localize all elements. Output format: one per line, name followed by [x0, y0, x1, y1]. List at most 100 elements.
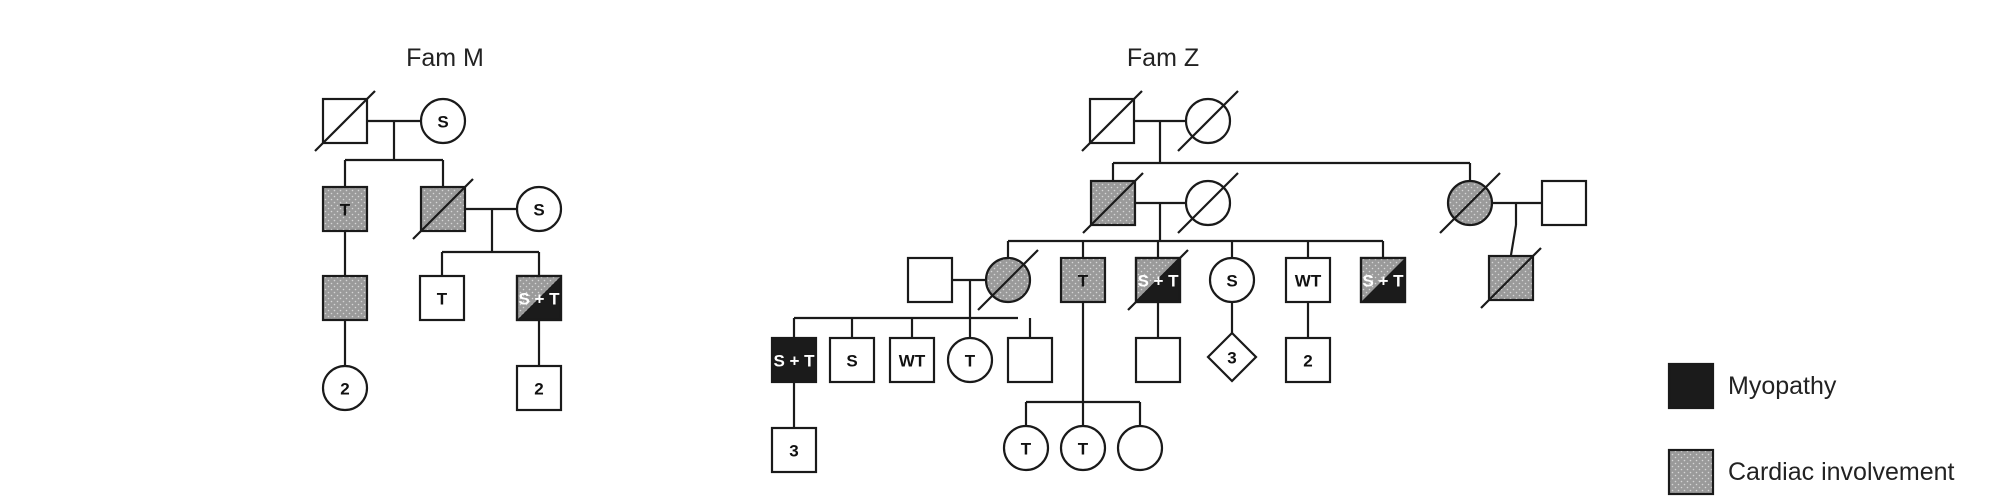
genotype-label: S + T [1137, 272, 1179, 291]
symbol-male [1006, 336, 1054, 384]
deceased-slash [1177, 90, 1239, 152]
fam-m-lines [343, 119, 541, 366]
genotype-label: 2 [534, 380, 543, 399]
symbol-male [906, 256, 954, 304]
individual-z12: WT [1284, 256, 1332, 304]
symbol-female [1059, 424, 1107, 472]
symbol-male [1059, 256, 1107, 304]
legend-label: Cardiac involvement [1728, 458, 1955, 486]
individual-z15: S + T [770, 336, 818, 384]
genotype-label: 3 [789, 442, 798, 461]
legend-item-cardiac: Cardiac involvement [1667, 448, 1955, 496]
family-title-z: Fam Z [1127, 44, 1199, 72]
individual-z17: WT [888, 336, 936, 384]
symbol-male [1134, 336, 1182, 384]
symbol-male [321, 185, 369, 233]
individual-z13: S + T [1359, 256, 1407, 304]
genotype-label: T [1078, 272, 1089, 291]
individual-z21: 3 [1206, 331, 1258, 383]
symbol-male [418, 274, 466, 322]
symbol-male [1284, 256, 1332, 304]
genotype-label: 3 [1227, 349, 1236, 368]
individual-m1 [314, 90, 376, 152]
genotype-label: T [1078, 440, 1089, 459]
symbol-male [1284, 336, 1332, 384]
genotype-label: T [437, 290, 448, 309]
genotype-label: S + T [773, 352, 815, 371]
individual-z8 [977, 249, 1039, 311]
genotype-label: S + T [1362, 272, 1404, 291]
individual-z11: S [1208, 256, 1256, 304]
legend-label: Myopathy [1728, 372, 1837, 400]
individual-z14 [1480, 247, 1542, 309]
individual-z1 [1081, 90, 1143, 152]
genotype-label: WT [1295, 272, 1322, 291]
individual-m8: S + T [515, 274, 563, 322]
symbol-female [1116, 424, 1164, 472]
symbol-male [888, 336, 936, 384]
genotype-label: S [533, 201, 544, 220]
genotype-label: WT [899, 352, 926, 371]
individual-z7 [906, 256, 954, 304]
individual-z16: S [828, 336, 876, 384]
symbol-female [321, 364, 369, 412]
individual-z23: 3 [770, 426, 818, 474]
genotype-label: 2 [1303, 352, 1312, 371]
individual-z5 [1439, 172, 1501, 234]
individual-z10: S + T [1127, 249, 1189, 311]
symbol-male [515, 364, 563, 412]
genotype-label: T [340, 201, 351, 220]
symbol-outline [1134, 256, 1182, 304]
individual-m9: 2 [321, 364, 369, 412]
genotype-label: T [965, 352, 976, 371]
individual-z19 [1006, 336, 1054, 384]
individual-z20 [1134, 336, 1182, 384]
deceased-slash [1081, 90, 1143, 152]
deceased-slash [1439, 172, 1501, 234]
individual-m10: 2 [515, 364, 563, 412]
symbol-female [1208, 256, 1256, 304]
deceased-slash [412, 178, 474, 240]
genotype-label: 2 [340, 380, 349, 399]
family-title-m: Fam M [406, 44, 484, 72]
genotype-label: S [846, 352, 857, 371]
individual-m4 [412, 178, 474, 240]
symbol-male [828, 336, 876, 384]
deceased-slash [1127, 249, 1189, 311]
legend-swatch [1667, 448, 1715, 496]
symbol-female [946, 336, 994, 384]
individual-z4 [1177, 172, 1239, 234]
individual-z2 [1177, 90, 1239, 152]
symbol-male [321, 274, 369, 322]
individual-z3 [1082, 172, 1144, 234]
symbol-female [1002, 424, 1050, 472]
symbol-male [1540, 179, 1588, 227]
individual-z24: T [1002, 424, 1050, 472]
genotype-label: S [1226, 272, 1237, 291]
individual-m5: S [515, 185, 563, 233]
fam-z-lines [792, 119, 1541, 428]
symbol-outline [515, 274, 563, 322]
individual-m3: T [321, 185, 369, 233]
deceased-slash [314, 90, 376, 152]
deceased-slash [1480, 247, 1542, 309]
genotype-label: S + T [518, 290, 560, 309]
individual-z9: T [1059, 256, 1107, 304]
individual-z6 [1540, 179, 1588, 227]
individual-m2: S [419, 97, 467, 145]
myopathy-half [1361, 258, 1405, 302]
deceased-slash [1082, 172, 1144, 234]
deceased-slash [977, 249, 1039, 311]
symbol-male [770, 336, 818, 384]
individual-z22: 2 [1284, 336, 1332, 384]
myopathy-half [517, 276, 561, 320]
legend-item-myopathy: Myopathy [1667, 362, 1837, 410]
genotype-label: T [1021, 440, 1032, 459]
symbol-male [770, 426, 818, 474]
individual-m6 [321, 274, 369, 322]
legend-swatch [1667, 362, 1715, 410]
